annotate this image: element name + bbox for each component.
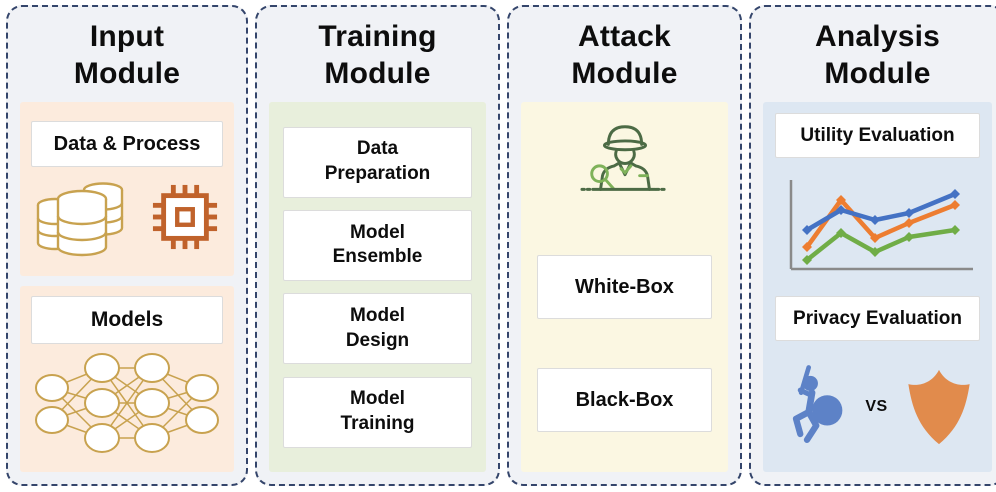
neural-network-icon bbox=[35, 353, 219, 453]
models-label: Models bbox=[31, 295, 223, 344]
attack-module: Attack Module bbox=[507, 5, 742, 486]
step-model-training: Model Training bbox=[283, 376, 472, 448]
training-module: Training Module Data Preparation Model E… bbox=[255, 5, 500, 486]
attack-module-title: Attack Module bbox=[571, 20, 678, 90]
input-module-title: Input Module bbox=[73, 20, 181, 90]
attacker-figure-icon bbox=[793, 365, 843, 443]
input-module: Input Module Data & Process bbox=[6, 5, 248, 486]
attack-panel: White-Box Black-Box bbox=[521, 102, 728, 472]
white-box-label: White-Box bbox=[537, 255, 712, 320]
step-data-preparation: Data Preparation bbox=[283, 126, 472, 198]
privacy-evaluation-label: Privacy Evaluation bbox=[775, 296, 980, 342]
line-chart-icon bbox=[789, 179, 973, 271]
analysis-module: Analysis Module Utility Evaluation bbox=[749, 5, 996, 486]
vs-label: VS bbox=[865, 397, 888, 415]
black-box-label: Black-Box bbox=[537, 368, 712, 432]
step-model-design: Model Design bbox=[283, 293, 472, 365]
defense-shield-icon bbox=[908, 369, 970, 445]
data-process-panel: Data & Process bbox=[20, 102, 234, 276]
step-model-ensemble: Model Ensemble bbox=[283, 209, 472, 281]
data-process-label: Data & Process bbox=[31, 121, 223, 168]
database-icon bbox=[36, 181, 124, 256]
analysis-panel: Utility Evaluation bbox=[763, 102, 992, 472]
processor-chip-icon bbox=[152, 184, 218, 249]
training-panel: Data Preparation Model Ensemble Model De… bbox=[269, 102, 486, 472]
utility-evaluation-label: Utility Evaluation bbox=[775, 113, 980, 159]
analysis-module-title: Analysis Module bbox=[815, 20, 940, 90]
privacy-vs-illustration: VS bbox=[775, 359, 980, 461]
models-panel: Models bbox=[20, 285, 234, 472]
detective-spy-icon bbox=[579, 125, 669, 192]
training-module-title: Training Module bbox=[318, 20, 437, 90]
